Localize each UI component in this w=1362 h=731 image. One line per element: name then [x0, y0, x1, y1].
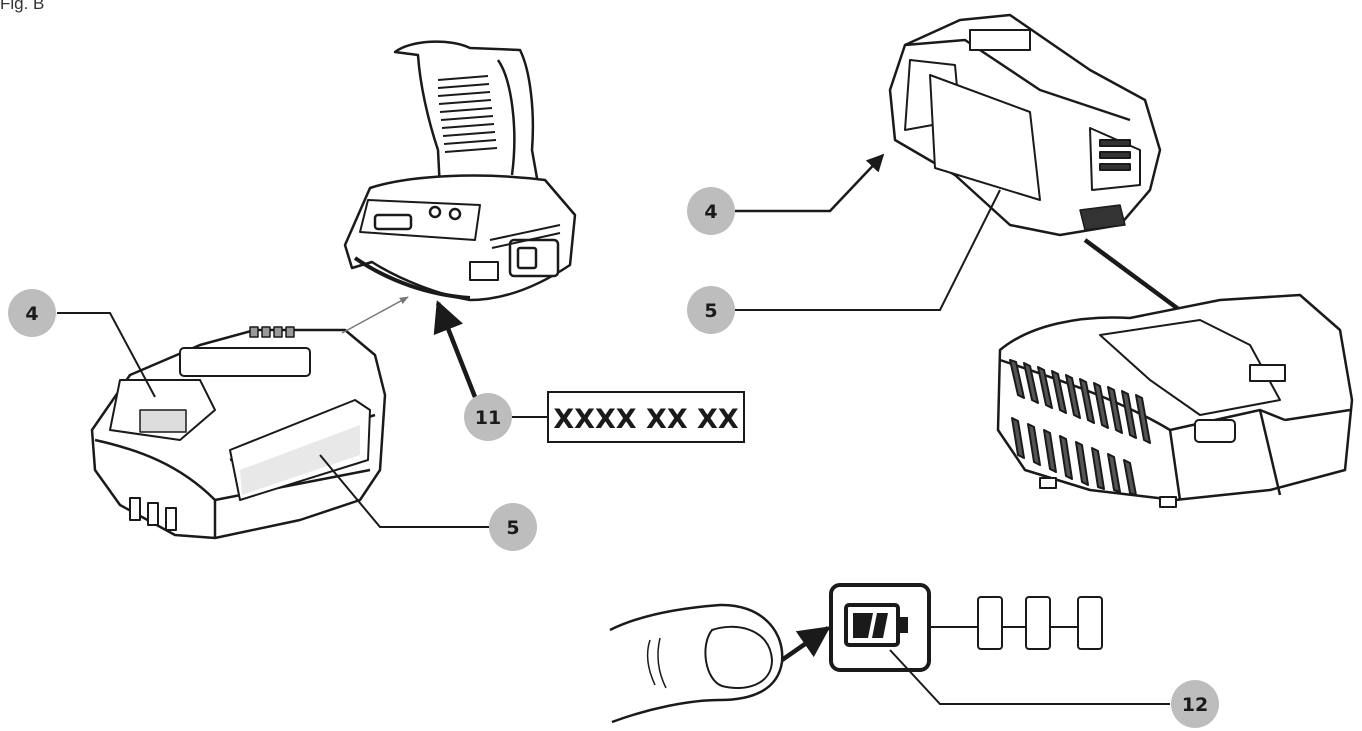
- gauge-level-indicators: [929, 596, 1103, 650]
- drill-handle-illustration: [343, 40, 577, 302]
- svg-text:5: 5: [506, 517, 519, 539]
- svg-text:5: 5: [704, 300, 717, 322]
- charger-illustration: [996, 293, 1354, 508]
- tool-base-arrow: [433, 300, 478, 398]
- callout-5-left: 5: [489, 503, 537, 551]
- battery-gauge-icon: [829, 583, 931, 672]
- callout-11: 11: [464, 393, 512, 441]
- figure-label: Fig. B: [0, 0, 45, 13]
- callout-5-right: 5: [687, 286, 735, 334]
- finger-illustration: [609, 603, 784, 724]
- svg-text:4: 4: [704, 201, 717, 223]
- insert-direction-arrow: [341, 296, 409, 334]
- callout-12: 12: [1171, 680, 1219, 728]
- svg-text:12: 12: [1182, 694, 1208, 716]
- battery-pack-illustration: [90, 326, 387, 540]
- svg-text:4: 4: [25, 303, 38, 325]
- battery-pack-illustration: [888, 13, 1162, 237]
- level-segment-1: [977, 596, 1003, 650]
- leader-lines: [57, 153, 1170, 705]
- level-segment-3: [1077, 596, 1103, 650]
- part-number-text: XXXX XX XX: [553, 404, 739, 435]
- callout-4-right: 4: [687, 187, 735, 235]
- press-arrow: [780, 626, 831, 662]
- callout-4-left: 4: [8, 289, 56, 337]
- level-segment-2: [1025, 596, 1051, 650]
- part-number-box: XXXX XX XX: [547, 391, 745, 443]
- svg-text:11: 11: [475, 407, 501, 429]
